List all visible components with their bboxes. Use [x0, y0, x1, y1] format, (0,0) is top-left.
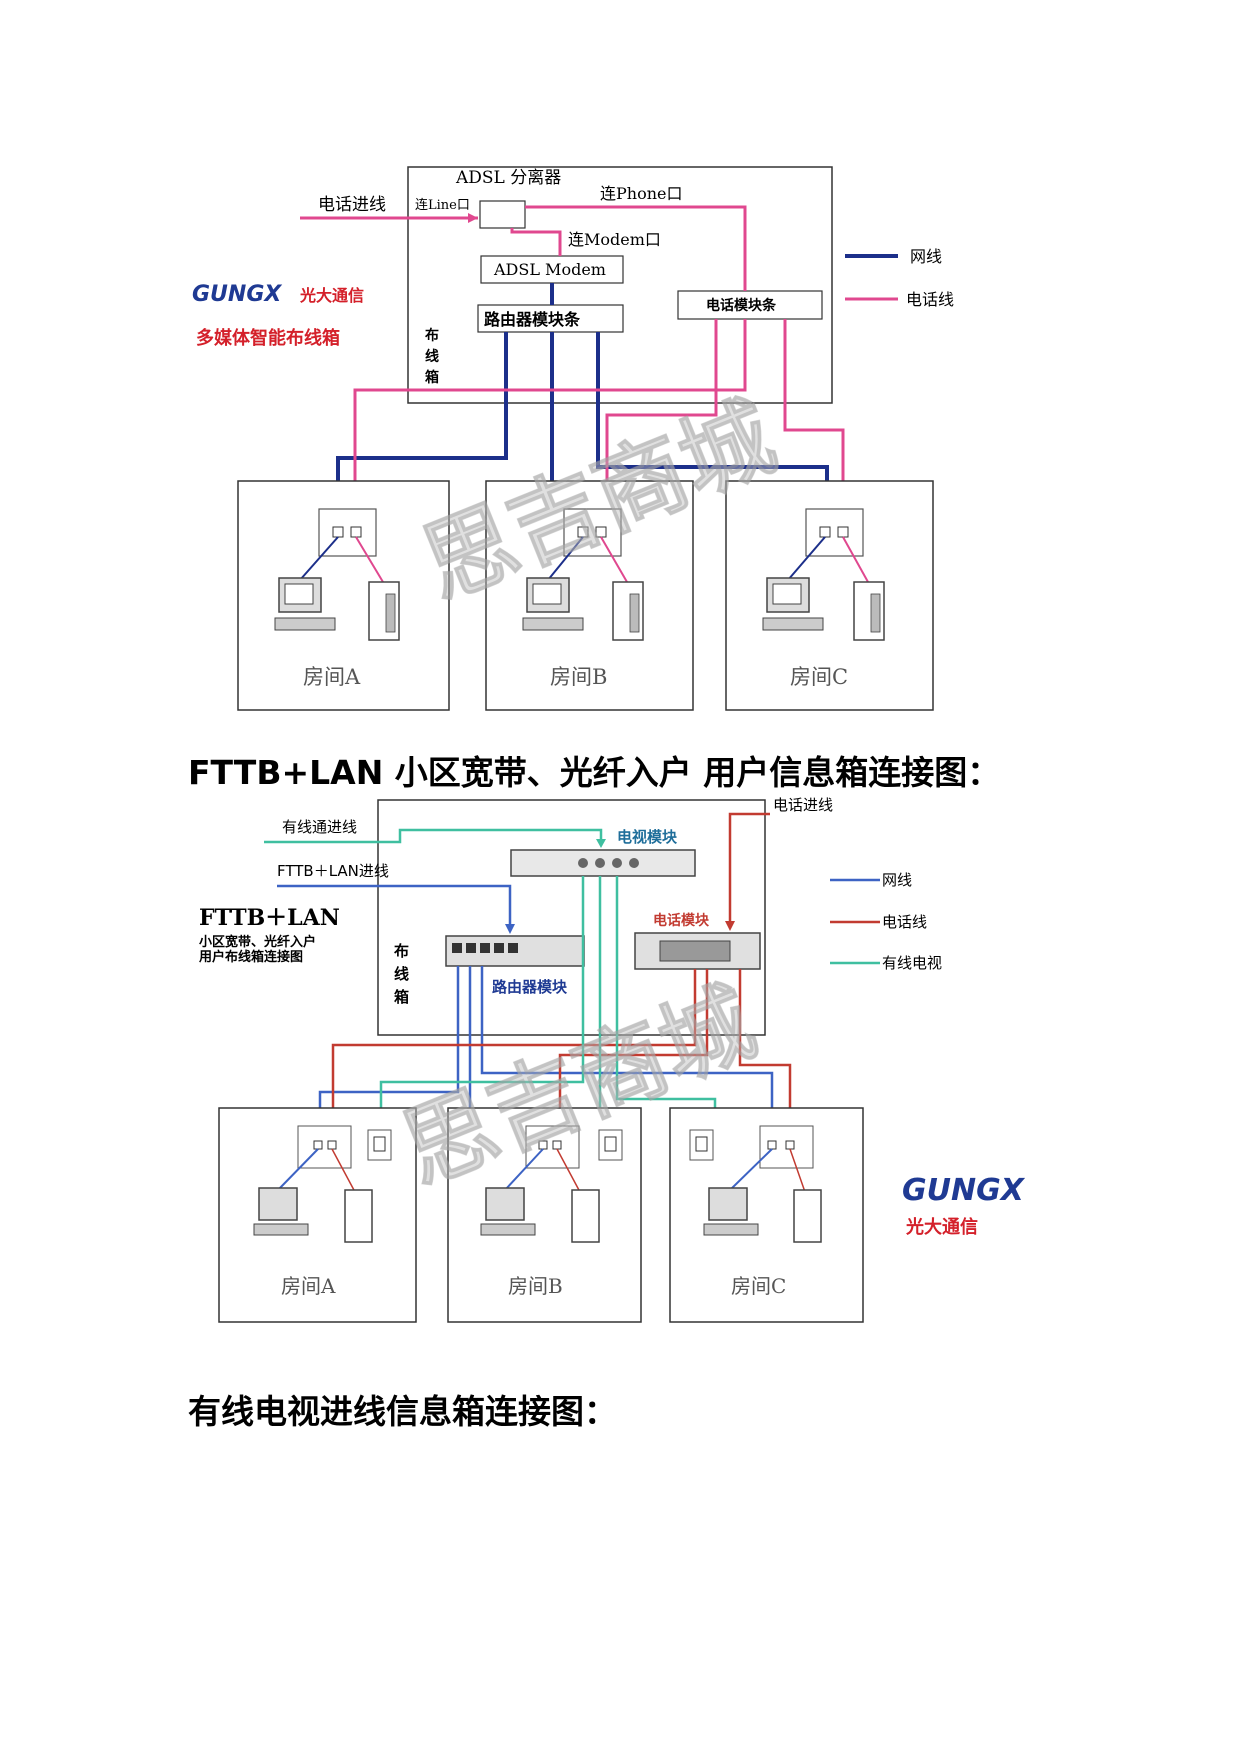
cable-in-label: 有线通进线: [282, 818, 357, 836]
line-port-label: 连Line口: [415, 197, 470, 213]
legend-net-label-2: 网线: [882, 871, 912, 889]
phone-in-arrow: [468, 213, 478, 223]
room-b-label: 房间B: [550, 665, 607, 689]
room-b-2: 房间B: [447, 1107, 642, 1323]
adsl-modem-label: ADSL Modem: [493, 260, 606, 279]
heading-tv: 有线电视进线信息箱连接图：: [188, 1392, 617, 1431]
fttb-wiring-diagram: 有线通进线 FTTB＋LAN进线 电话进线 电视模块 路由器模块 电话模块 布 …: [198, 796, 1026, 1323]
legend-tv-label: 有线电视: [882, 954, 942, 972]
legend-phone-label: 电话线: [906, 290, 954, 309]
room-c-2: 房间C: [669, 1107, 864, 1323]
svg-text:布: 布: [394, 942, 409, 960]
phone-line-room-b: [605, 319, 718, 532]
fttb-subtitle-1: 小区宽带、光纤入户: [199, 934, 316, 950]
phone-line-room-a: [353, 319, 747, 532]
adsl-splitter-label: ADSL 分离器: [455, 168, 561, 188]
legend-net-label: 网线: [910, 247, 942, 266]
fttb-title: FTTB＋LAN: [199, 905, 340, 931]
svg-text:线: 线: [394, 965, 409, 983]
svg-text:房间A: 房间A: [281, 1274, 336, 1298]
gungx-logo-2: GUNGX: [902, 1173, 1026, 1208]
gungx-logo-cn: 光大通信: [299, 286, 364, 305]
room-a: 房间A: [237, 480, 450, 711]
gungx-logo-cn-2: 光大通信: [905, 1216, 978, 1238]
svg-text:箱: 箱: [394, 988, 409, 1006]
wiring-cabinet-2: [377, 799, 766, 1036]
cabinet-label-3: 箱: [425, 369, 439, 386]
cabinet-label-2: 线: [425, 348, 439, 365]
phone-strip-box: [677, 290, 823, 320]
svg-text:房间B: 房间B: [508, 1274, 563, 1298]
phone-strip-label: 电话模块条: [706, 297, 777, 314]
room-c: 房间C: [725, 480, 934, 711]
room-a-label: 房间A: [303, 665, 361, 689]
modem-port-label: 连Modem口: [568, 230, 661, 249]
cabinet-label-1: 布: [425, 327, 439, 344]
heading-fttb: FTTB+LAN 小区宽带、光纤入户 用户信息箱连接图：: [188, 753, 1001, 792]
legend-phone-label-2: 电话线: [882, 913, 927, 931]
phone-module: [634, 932, 761, 970]
gungx-logo: GUNGX: [192, 282, 282, 307]
tv-module-label: 电视模块: [617, 828, 678, 846]
splitter-modem-line: [510, 228, 562, 256]
svg-text:房间C: 房间C: [731, 1274, 786, 1298]
room-c-label: 房间C: [790, 665, 848, 689]
adsl-modem-box: [480, 255, 624, 284]
phone-in-line-2: [728, 812, 770, 923]
fttb-in-line: [277, 884, 512, 926]
adsl-splitter-box: [479, 200, 526, 229]
room-a-2: 房间A: [218, 1107, 417, 1323]
room-b: 房间B: [485, 480, 694, 711]
splitter-phone-line: [525, 205, 747, 291]
phone-in-label-2: 电话进线: [773, 796, 833, 814]
phone-in-label: 电话进线: [318, 195, 386, 215]
fttb-in-label: FTTB＋LAN进线: [277, 862, 389, 880]
adsl-wiring-diagram: ADSL 分离器 连Line口 连Phone口 连Modem口 ADSL Mod…: [192, 166, 954, 711]
router-module-label: 路由器模块: [492, 978, 568, 996]
router-strip-label: 路由器模块条: [484, 310, 581, 329]
cable-in-line: [264, 828, 603, 844]
diagram-subtitle: 多媒体智能布线箱: [196, 327, 340, 349]
fttb-subtitle-2: 用户布线箱连接图: [198, 949, 303, 965]
phone-module-label: 电话模块: [653, 912, 710, 929]
phone-port-label: 连Phone口: [600, 184, 682, 203]
